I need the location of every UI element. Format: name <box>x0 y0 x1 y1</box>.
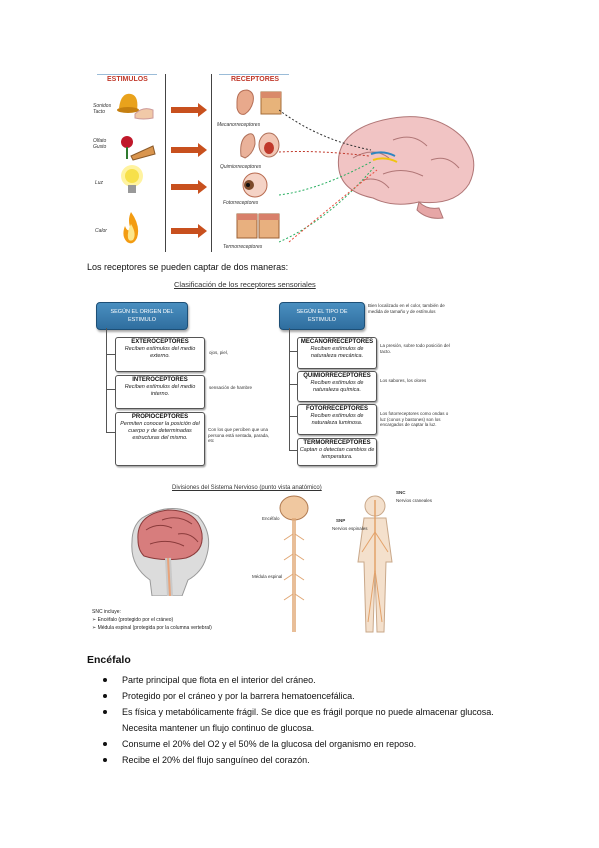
box-termorreceptores: TERMORRECEPTORES Captan o detectan cambi… <box>297 438 377 466</box>
fotorreceptores-desc: Reciben estímulos de naturaleza luminosa… <box>310 413 364 426</box>
bullet-dot <box>103 758 107 762</box>
brain-illustration <box>337 116 475 219</box>
mecanorreceptores-desc: Reciben estímulos de naturaleza mecánica… <box>310 346 364 359</box>
encefalo-heading: Encéfalo <box>87 654 131 666</box>
fotorreceptores-title: FOTORRECEPTORES <box>305 406 369 412</box>
mecanorreceptores-title: MECANORRECEPTORES <box>300 339 374 345</box>
bullet-text: Recibe el 20% del flujo sanguíneo del co… <box>122 755 310 765</box>
stimulus-label-smell-taste: Olfato Gusto <box>93 138 107 150</box>
receptor-label-photo: Fotorreceptores <box>223 200 259 206</box>
nose-mouth-icon <box>240 132 280 159</box>
box-fotorreceptores: FOTORRECEPTORES Reciben estímulos de nat… <box>297 404 377 435</box>
head-brain-illustration <box>131 508 210 596</box>
interoceptores-desc: Reciben estímulos del medio interno. <box>124 384 196 397</box>
propioceptores-title: PROPIOCEPTORES <box>131 414 189 420</box>
exteroceptores-title: EXTEROCEPTORES <box>131 339 189 345</box>
label-medula-espinal: Médula espinal <box>252 574 283 579</box>
bullet-text: Protegido por el cráneo y por la barrera… <box>122 691 355 701</box>
by-type-line1: SEGÚN EL TIPO DE <box>296 309 348 315</box>
intro-text: Los receptores se pueden captar de dos m… <box>87 262 289 272</box>
propioceptores-desc: Permiten conocer la posición del cuerpo … <box>120 421 200 441</box>
classification-diagram: Clasificación de los receptores sensoria… <box>90 277 475 467</box>
bullet-text: Parte principal que flota en el interior… <box>122 675 316 685</box>
arrow-1 <box>171 103 207 117</box>
bullet-text: Consume el 20% del O2 y el 50% de la glu… <box>122 739 417 749</box>
stimuli-header-line <box>97 74 157 75</box>
by-origin-line1: SEGÚN EL ORIGEN DEL <box>110 309 174 315</box>
by-type-note: Bien localizado en el color, también de … <box>368 303 445 314</box>
body-nervous-system-illustration <box>357 495 393 633</box>
box-propioceptores: PROPIOCEPTORES Permiten conocer la posic… <box>115 412 205 466</box>
interoceptores-note: sensación de hambre <box>209 385 253 390</box>
receptor-label-thermo: Termorreceptores <box>223 244 263 250</box>
bell-hand-icon <box>117 93 154 120</box>
receptors-header: RECEPTORES <box>231 76 280 83</box>
bullet-text: Es física y metabólicamente frágil. Se d… <box>122 707 494 733</box>
box-by-type: SEGÚN EL TIPO DE ESTIMULO <box>279 302 365 330</box>
propioceptores-note: Con los que perciben que una persona est… <box>208 427 270 443</box>
mecanorreceptores-note: La presión, sobre todo posición del tact… <box>380 343 450 354</box>
quimiorreceptores-desc: Reciben estímulos de naturaleza química. <box>310 380 364 393</box>
receptor-label-mechano: Mecanorreceptores <box>217 122 261 128</box>
legend-line-3: ➢ Médula espinal (protegida por la colum… <box>92 625 212 631</box>
flame-icon <box>123 212 139 244</box>
classification-title: Clasificación de los receptores sensoria… <box>174 280 316 289</box>
by-origin-line2: ESTIMULO <box>127 317 157 323</box>
label-snp: SNP <box>336 518 346 523</box>
arrow-3 <box>171 180 207 194</box>
receptors-stimuli-figure: ESTIMULOS Sonidos Tacto Olfato Gusto Luz… <box>83 70 493 253</box>
bullet-item: Consume el 20% del O2 y el 50% de la glu… <box>103 736 503 752</box>
box-quimiorreceptores: QUIMIORRECEPTORES Reciben estímulos de n… <box>297 371 377 402</box>
label-snc: SNC <box>396 490 406 495</box>
eye-icon <box>242 172 268 198</box>
flower-pie-icon <box>121 136 156 161</box>
box-interoceptores: INTEROCEPTORES Reciben estímulos del med… <box>115 375 205 409</box>
box-exteroceptores: EXTEROCEPTORES Reciben estímulos del med… <box>115 337 205 372</box>
ear-skin-icon <box>236 89 282 115</box>
box-by-origin: SEGÚN EL ORIGEN DEL ESTIMULO <box>96 302 188 330</box>
nervous-system-figure: Divisiones del Sistema Nervioso (punto v… <box>88 480 433 640</box>
bullet-dot <box>103 678 107 682</box>
receptor-brain-lines <box>279 109 378 243</box>
label-encefalo: Encéfalo <box>262 516 280 521</box>
label-nervios-espinales: Nervios espinales <box>332 526 368 531</box>
receptor-label-chemo: Quimiorreceptores <box>220 164 262 170</box>
bullet-item: Recibe el 20% del flujo sanguíneo del co… <box>103 752 503 768</box>
lightbulb-icon <box>121 165 143 193</box>
connector-l3 <box>106 328 116 433</box>
skin-layers-icon <box>236 213 280 239</box>
connector-r4 <box>289 328 298 451</box>
nervous-system-title: Divisiones del Sistema Nervioso (punto v… <box>172 485 322 491</box>
by-type-line2: ESTIMULO <box>307 317 337 323</box>
termorreceptores-desc: Captan o detectan cambios de temperatura… <box>299 447 375 460</box>
arrow-4 <box>171 224 207 238</box>
legend-line-1: SNC incluye: <box>92 609 121 615</box>
termorreceptores-title: TERMORRECEPTORES <box>303 440 371 446</box>
label-nervios-craneales: Nervios craneales <box>396 498 433 503</box>
stimulus-label-light: Luz <box>95 180 104 186</box>
bullet-dot <box>103 710 107 714</box>
snc-legend: SNC incluye: ➢ Encéfalo (protegido por e… <box>92 608 262 632</box>
interoceptores-title: INTEROCEPTORES <box>132 377 188 383</box>
receptors-divider <box>211 74 212 252</box>
legend-line-2: ➢ Encéfalo (protegido por el cráneo) <box>92 617 174 623</box>
receptors-header-line <box>219 74 289 75</box>
bullet-item: Protegido por el cráneo y por la barrera… <box>103 688 503 704</box>
quimiorreceptores-title: QUIMIORRECEPTORES <box>303 373 371 379</box>
exteroceptores-note: ojos, piel, <box>209 350 229 355</box>
stimuli-divider <box>165 74 166 252</box>
bullet-dot <box>103 694 107 698</box>
fotorreceptores-note: Los fotorreceptores como ondas o luz (co… <box>380 411 449 427</box>
bullet-dot <box>103 742 107 746</box>
quimiorreceptores-note: Los sabores, los olores <box>380 378 427 383</box>
bullet-item: Parte principal que flota en el interior… <box>103 672 503 688</box>
arrow-2 <box>171 143 207 157</box>
brain-spinal-cord-illustration <box>279 495 309 632</box>
stimulus-label-sound-touch: Sonidos Tacto <box>93 103 112 115</box>
stimulus-label-heat: Calor <box>95 228 107 234</box>
stimuli-header: ESTIMULOS <box>107 76 148 83</box>
box-mecanorreceptores: MECANORRECEPTORES Reciben estímulos de n… <box>297 337 377 369</box>
exteroceptores-desc: Reciben estímulos del medio externo. <box>124 346 196 359</box>
bullet-item: Es física y metabólicamente frágil. Se d… <box>103 704 503 736</box>
